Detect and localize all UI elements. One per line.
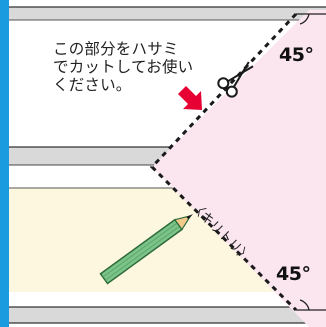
top-rail xyxy=(9,7,326,20)
scissors-icon xyxy=(217,61,254,98)
angle-wedge-top xyxy=(296,13,326,25)
angle-wedge-bottom xyxy=(296,299,326,311)
arrow-down-right-icon xyxy=(178,86,202,110)
left-border xyxy=(0,0,9,327)
callout-box xyxy=(48,35,198,101)
bottom-rail xyxy=(9,307,326,323)
pencil-icon xyxy=(99,214,193,285)
cut-zone xyxy=(152,0,326,327)
angle-label-bottom: 45° xyxy=(276,263,311,285)
instruction-text: この部分をハサミ でカットしてお使い ください。 xyxy=(53,40,194,94)
angle-label-top: 45° xyxy=(279,44,314,66)
